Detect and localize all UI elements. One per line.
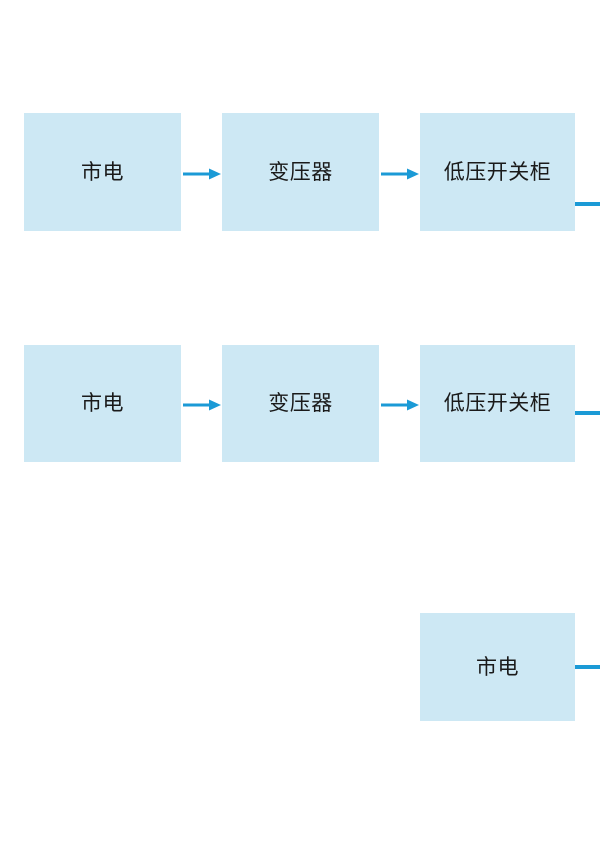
node-label: 市电	[81, 391, 124, 415]
arrow-transformer-to-switchgear-row2	[381, 399, 419, 411]
node-lv-switchgear-row2[interactable]: 低压开关柜	[420, 345, 575, 462]
node-transformer-row1[interactable]: 变压器	[222, 113, 379, 231]
node-label: 低压开关柜	[443, 391, 552, 415]
edge-stub-row1	[575, 202, 600, 206]
node-label: 市电	[81, 159, 124, 184]
node-label: 变压器	[268, 391, 333, 415]
node-mains-row3[interactable]: 市电	[420, 613, 575, 721]
node-label: 市电	[476, 654, 519, 679]
edge-stub-row3	[575, 665, 600, 669]
node-transformer-row2[interactable]: 变压器	[222, 345, 379, 462]
arrow-mains-to-transformer-row2	[183, 399, 221, 411]
node-mains-row2[interactable]: 市电	[24, 345, 181, 462]
node-lv-switchgear-row1[interactable]: 低压开关柜	[420, 113, 575, 231]
edge-stub-row2	[575, 411, 600, 415]
node-mains-row1[interactable]: 市电	[24, 113, 181, 231]
node-label: 低压开关柜	[443, 159, 552, 184]
arrow-mains-to-transformer-row1	[183, 168, 221, 180]
arrow-transformer-to-switchgear-row1	[381, 168, 419, 180]
node-label: 变压器	[268, 159, 333, 184]
